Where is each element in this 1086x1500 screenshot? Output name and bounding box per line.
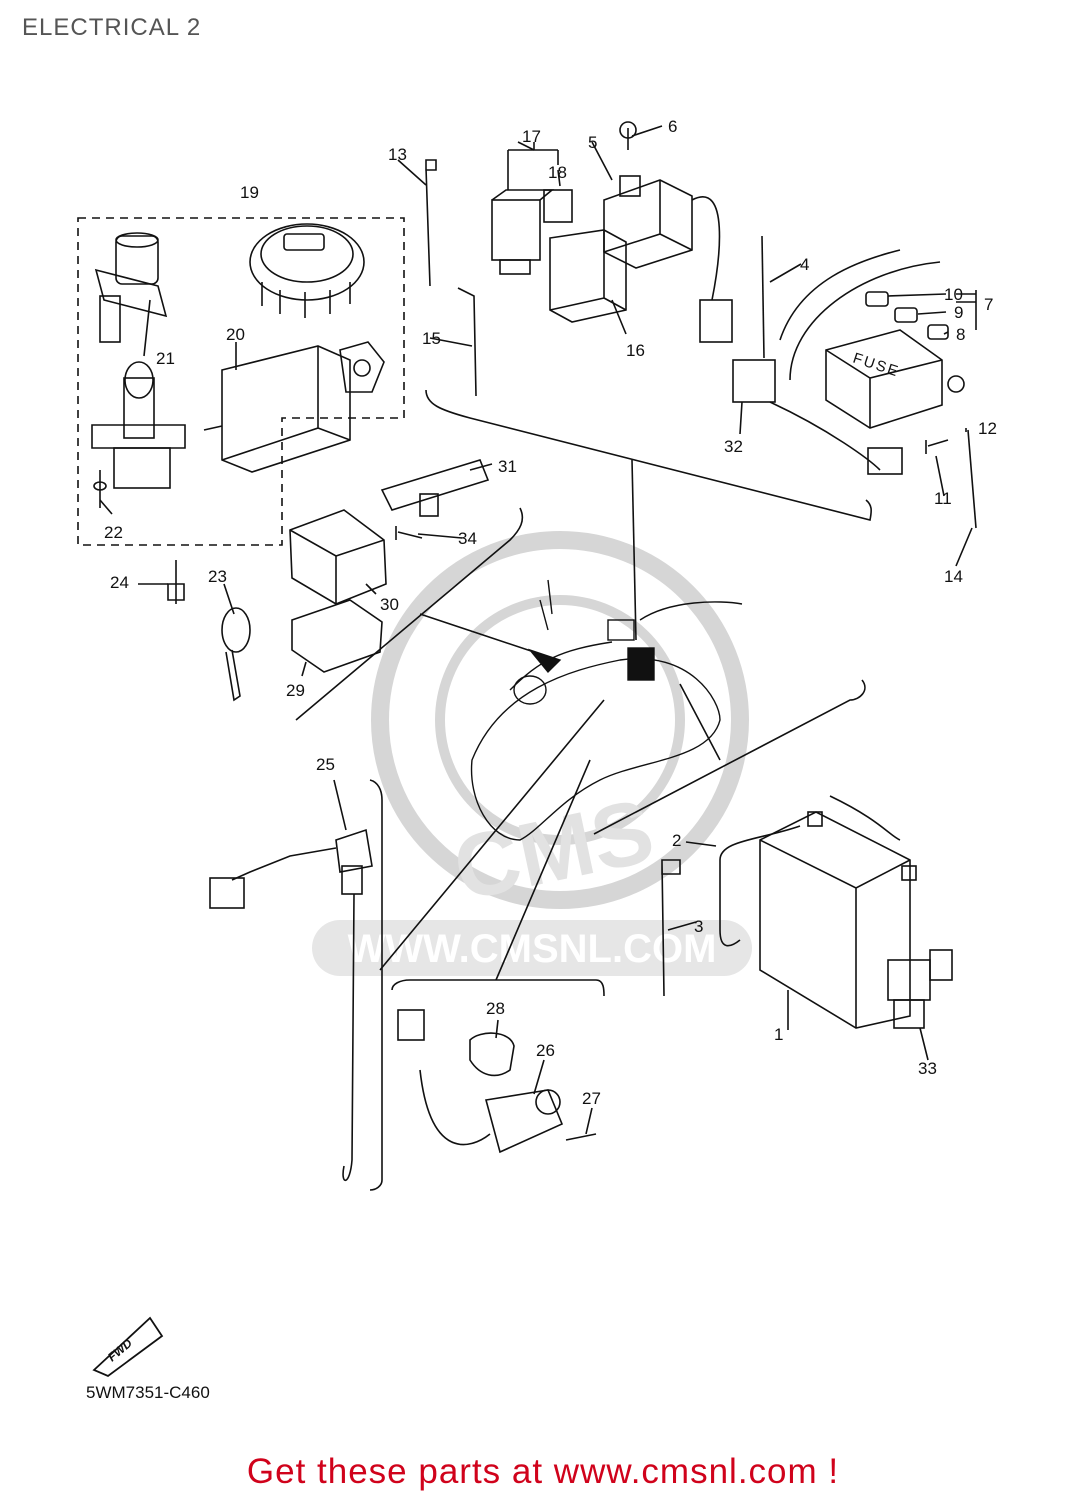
- callout-2: 2: [672, 831, 681, 850]
- sensor-25: [209, 828, 373, 1182]
- callout-3: 3: [694, 917, 703, 936]
- callout-23: 23: [208, 567, 227, 586]
- callout-21: 21: [156, 349, 175, 368]
- sensor-26: [397, 1009, 597, 1154]
- ignition-switch-21: [94, 232, 168, 343]
- bracket-right: [593, 679, 866, 835]
- fuse-box-7: [732, 249, 949, 475]
- callout-29: 29: [286, 681, 305, 700]
- bracket-left: [295, 507, 524, 721]
- fuel-cap-lock: [249, 223, 365, 318]
- cable-tie-4: [761, 235, 765, 359]
- callout-17: 17: [522, 127, 541, 146]
- group-19-frame: [77, 217, 405, 546]
- cable-tie-14: [967, 429, 977, 529]
- callout-18: 18: [548, 163, 567, 182]
- leader-left: [419, 613, 547, 657]
- bracket-bottom: [391, 979, 605, 997]
- bracket-top: [425, 389, 872, 521]
- callout-5: 5: [588, 133, 597, 152]
- watermark-url: WWW.CMSNL.COM: [348, 927, 717, 971]
- page-title: ELECTRICAL 2: [22, 14, 202, 41]
- leader-bottom: [495, 759, 591, 981]
- callout-33: 33: [918, 1059, 937, 1078]
- sensor-small: [339, 341, 385, 393]
- callout-34: 34: [458, 529, 477, 548]
- cover-31: [380, 459, 490, 517]
- grommet-12: [947, 375, 965, 393]
- footer-cta-link[interactable]: Get these parts at www.cmsnl.com !: [246, 1452, 840, 1491]
- ecu-20: [203, 345, 351, 473]
- bolt-24: [167, 560, 185, 604]
- drawing-code: 5WM7351-C460: [86, 1383, 210, 1402]
- callout-19: 19: [240, 183, 259, 202]
- callout-11: 11: [934, 489, 952, 508]
- callout-25: 25: [316, 755, 335, 774]
- starter-relay-5: [603, 121, 733, 343]
- callout-6: 6: [668, 117, 677, 136]
- key-23: [221, 607, 251, 702]
- callout-4: 4: [800, 255, 809, 274]
- callout-16: 16: [626, 341, 645, 360]
- fwd-badge: FWD: [92, 1316, 164, 1378]
- callout-24: 24: [110, 573, 129, 592]
- leader-right: [679, 683, 721, 761]
- callout-15: 15: [422, 329, 441, 348]
- battery-1: [759, 811, 917, 1029]
- leader-bottom-left: [379, 699, 605, 971]
- motorcycle-outline: [470, 579, 743, 841]
- battery-cable-2: [719, 795, 901, 947]
- callout-22: 22: [104, 523, 123, 542]
- relay-17: [491, 142, 573, 275]
- holder-29: [291, 599, 383, 673]
- cable-tie-13: [425, 159, 437, 287]
- callout-30: 30: [380, 595, 399, 614]
- callout-10: 10: [944, 285, 963, 304]
- watermark: CMS WWW.CMSNL.COM: [312, 531, 752, 976]
- holder-30: [289, 509, 387, 605]
- callout-12: 12: [978, 419, 997, 438]
- cable-tie-3: [661, 859, 681, 997]
- screw-34: [395, 526, 423, 540]
- callout-32: 32: [724, 437, 743, 456]
- callout-13: 13: [388, 145, 407, 164]
- callout-27: 27: [582, 1089, 601, 1108]
- callout-20: 20: [226, 325, 245, 344]
- callout-14: 14: [944, 567, 963, 586]
- callout-9: 9: [954, 303, 963, 322]
- leader-top: [631, 459, 637, 641]
- callout-8: 8: [956, 325, 965, 344]
- cable-tie-15: [457, 287, 477, 397]
- callout-26: 26: [536, 1041, 555, 1060]
- callout-1: 1: [774, 1025, 783, 1044]
- callout-7: 7: [984, 295, 993, 314]
- seat-lock-22: [91, 361, 186, 508]
- callout-31: 31: [498, 457, 517, 476]
- bracket-25: [369, 779, 383, 1191]
- screw-11: [925, 439, 949, 454]
- relay-33: [887, 949, 953, 1029]
- callout-28: 28: [486, 999, 505, 1018]
